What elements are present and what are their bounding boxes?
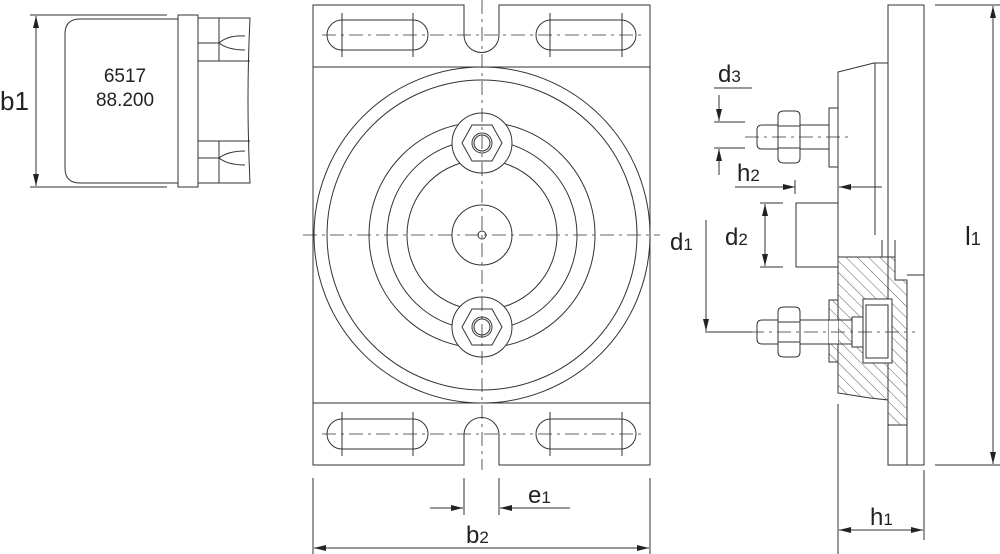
- label-d2: d2: [725, 224, 748, 251]
- label-h2: h2: [737, 160, 760, 187]
- l1-dimension: l1: [935, 4, 1000, 466]
- label-b1: b1: [0, 86, 29, 116]
- label-l1: l1: [965, 221, 981, 251]
- label-d1: d1: [670, 229, 693, 256]
- bolt-upper: [756, 107, 839, 168]
- d2-dimension: d2: [725, 202, 783, 268]
- label-b2: b2: [466, 522, 489, 549]
- h2-dimension: h2: [735, 160, 882, 194]
- d3-dimension: d3: [714, 61, 752, 175]
- label-h1: h1: [870, 504, 893, 531]
- b2-dimension: b2: [312, 478, 651, 554]
- part-number: 6517: [104, 66, 146, 87]
- label-d3: d3: [718, 61, 741, 88]
- base-plate-outline: [312, 4, 651, 466]
- h1-dimension: h1: [839, 504, 923, 533]
- front-view: e1 b2: [303, 0, 660, 554]
- part-size: 88.200: [96, 90, 154, 111]
- side-section-view: d3 h2 d2 d1 l1 h1: [670, 4, 1000, 554]
- t-slot-nut: [795, 202, 839, 268]
- d1-dimension: d1: [670, 220, 752, 333]
- e1-dimension: e1: [430, 478, 570, 515]
- label-plate: [64, 18, 178, 184]
- mounting-slots: [322, 13, 642, 456]
- flange: [177, 14, 199, 188]
- top-detail-view: 6517 88.200 b1: [0, 14, 251, 188]
- label-e1: e1: [528, 482, 551, 509]
